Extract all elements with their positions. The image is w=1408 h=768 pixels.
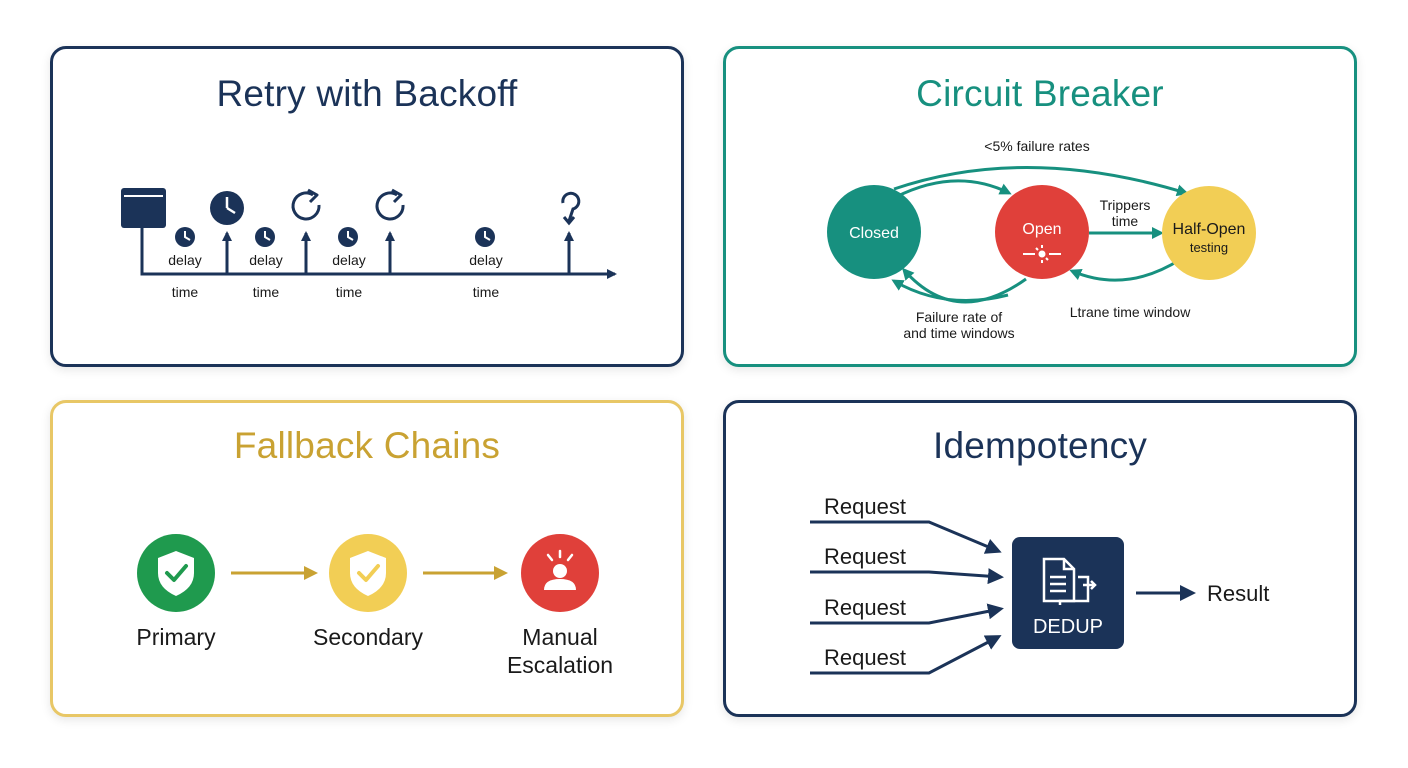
- delay-label: delay: [332, 252, 365, 268]
- circuit-breaker-title: Circuit Breaker: [916, 73, 1164, 114]
- clock-icon: [210, 191, 244, 225]
- circuit-breaker-panel: Circuit Breaker Closed Open: [723, 46, 1357, 367]
- primary-step: [137, 534, 215, 612]
- halfopen-to-open-arrow: [1069, 257, 1182, 282]
- window-icon: [121, 188, 166, 228]
- svg-text:testing: testing: [1190, 240, 1228, 255]
- failure-arrow: [891, 279, 1009, 303]
- manual-escalation-step: [521, 534, 599, 612]
- delay-label: delay: [168, 252, 201, 268]
- top-arrow-label: <5% failure rates: [984, 138, 1089, 154]
- request-label: Request: [824, 595, 906, 620]
- document-arrow-icon: [1042, 557, 1097, 605]
- shield-check-icon: [158, 551, 194, 596]
- retry-icon: [375, 188, 405, 221]
- time-label: time: [473, 284, 500, 300]
- time-window-label: Ltrane time window: [1070, 304, 1192, 320]
- retry-icon: [291, 188, 321, 221]
- time-label: time: [336, 284, 363, 300]
- svg-text:Half-Open: Half-Open: [1173, 221, 1246, 238]
- result-label: Result: [1207, 581, 1269, 606]
- fallback-diagram: Primary Secondary Manual Escalation: [136, 534, 613, 678]
- dedup-box: DEDUP: [1012, 537, 1124, 649]
- failure-rate-label: Failure rate of: [916, 309, 1002, 325]
- dedup-label: DEDUP: [1033, 616, 1103, 638]
- spark-icon: [1023, 245, 1061, 263]
- delay-clock-icon: [175, 227, 195, 247]
- shield-check-icon: [350, 551, 386, 596]
- request-line-4: [810, 635, 1002, 675]
- trippers-label: Trippers: [1100, 197, 1151, 213]
- alert-person-icon: [544, 549, 576, 590]
- time-label: time: [253, 284, 280, 300]
- fallback-title: Fallback Chains: [233, 425, 501, 466]
- fallback-panel: Fallback Chains: [50, 400, 684, 717]
- retry-title: Retry with Backoff: [216, 73, 518, 114]
- request-line-1: [810, 520, 1002, 554]
- svg-text:Closed: Closed: [849, 225, 899, 242]
- retry-diagram: delay delay delay delay time time time t…: [121, 188, 617, 300]
- closed-state: Closed: [827, 185, 921, 279]
- primary-label: Primary: [136, 624, 216, 650]
- secondary-step: [329, 534, 407, 612]
- retry-panel: Retry with Backoff: [50, 46, 684, 367]
- timeline-axis: [140, 228, 617, 279]
- idempotency-title: Idempotency: [932, 425, 1148, 466]
- secondary-label: Secondary: [313, 624, 423, 650]
- circuit-breaker-diagram: Closed Open Half-Open testing <5% failur…: [827, 138, 1256, 341]
- delay-clock-icon: [475, 227, 495, 247]
- escalation-label: Escalation: [507, 652, 613, 678]
- idempotency-panel: Idempotency Request Request Request Requ…: [723, 400, 1357, 717]
- delay-clock-icon: [338, 227, 358, 247]
- closed-to-open-arrow: [895, 179, 1012, 199]
- manual-label: Manual: [522, 624, 597, 650]
- time-label: time: [172, 284, 199, 300]
- open-state: Open: [995, 185, 1089, 279]
- time-windows-label: and time windows: [903, 325, 1014, 341]
- idempotency-diagram: Request Request Request Request DEDUP Re…: [810, 494, 1269, 675]
- request-label: Request: [824, 544, 906, 569]
- closed-to-halfopen-arrow: [893, 166, 1189, 197]
- delay-clock-icon: [255, 227, 275, 247]
- trippers-time-label: time: [1112, 213, 1139, 229]
- request-label: Request: [824, 494, 906, 519]
- request-line-3: [810, 603, 1004, 625]
- delay-label: delay: [469, 252, 502, 268]
- open-to-closed-arrow: [902, 267, 1027, 304]
- request-line-2: [810, 568, 1004, 585]
- svg-text:Open: Open: [1022, 221, 1061, 238]
- delay-label: delay: [249, 252, 282, 268]
- retry-arrow-icon: [561, 191, 581, 226]
- request-label: Request: [824, 645, 906, 670]
- half-open-state: Half-Open testing: [1162, 186, 1256, 280]
